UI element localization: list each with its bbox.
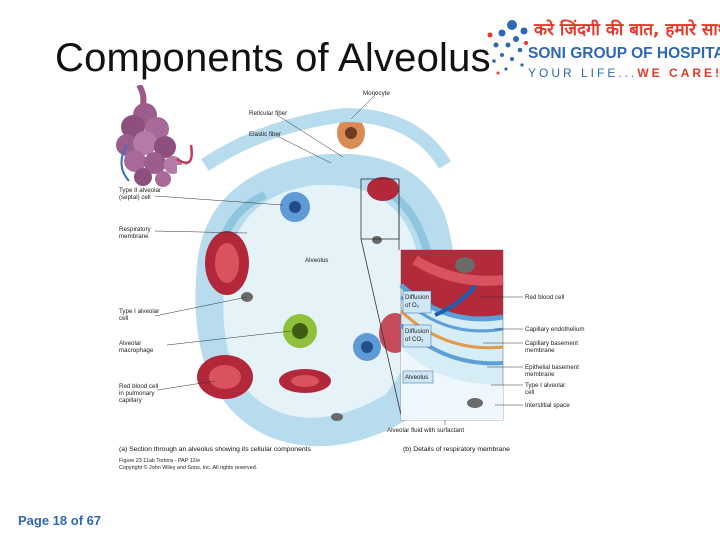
label-elastic-fiber: Elastic fiber (249, 131, 281, 138)
label-respiratory-line1: Respiratory (119, 226, 152, 233)
label-epithelial-bm-line2: membrane (525, 371, 555, 378)
label-interstitial-space: Interstitial space (525, 402, 570, 409)
label-diffusion-co2-line1: Diffusion (405, 328, 430, 335)
logo-tagline-prefix: YOUR LIFE... (528, 66, 638, 80)
label-alveolar-fluid: Alveolar fluid with surfactant (387, 427, 464, 434)
alveolus-figure: Monocyte Reticular fiber Elastic fiber T… (115, 83, 601, 475)
alveolar-sac-icon (116, 83, 193, 187)
logo-tagline: YOUR LIFE...WE CARE! (528, 66, 720, 80)
label-type2-line1: Type II alveolar (119, 187, 161, 194)
label-diffusion-co2-line2: of CO₂ (405, 336, 424, 343)
label-macrophage-line1: Alveolar (119, 340, 141, 347)
label-type1-line1: Type I alveolar (119, 308, 159, 315)
label-type2-line2: (septal) cell (119, 194, 151, 201)
alveolus-illustration: Monocyte Reticular fiber Elastic fiber T… (115, 83, 601, 475)
label-capillary-endothelium: Capillary endothelium (525, 326, 585, 333)
label-diffusion-o2-line1: Diffusion (405, 294, 430, 301)
label-capillary-bm-line2: membrane (525, 347, 555, 354)
label-epithelial-bm-line1: Epithelial basement (525, 364, 579, 371)
logo-tagline-suffix: WE CARE! (637, 66, 720, 80)
logo-dots-icon (487, 20, 528, 75)
figure-credit-line1: Figure 23.11ab Tortora - PAP 12/e (119, 458, 200, 464)
figure-credit-line2: Copyright © John Wiley and Sons, Inc. Al… (119, 464, 257, 471)
label-reticular-fiber: Reticular fiber (249, 110, 287, 117)
label-capillary-bm-line1: Capillary basement (525, 340, 578, 347)
label-type1-detail-line2: cell (525, 389, 534, 396)
label-respiratory-line2: membrane (119, 233, 149, 240)
label-diffusion-o2-line2: of O₂ (405, 302, 420, 309)
label-macrophage-line2: macrophage (119, 347, 154, 354)
logo-hindi-text: करे जिंदगी की बात, हमारे साथ (534, 20, 720, 40)
label-alveolus: Alveolus (305, 257, 328, 264)
label-red-blood-cell: Red blood cell (525, 294, 564, 301)
slide-title: Components of Alveolus (55, 36, 491, 80)
hospital-logo: करे जिंदगी की बात, हमारे साथ SONI GROUP … (482, 15, 720, 87)
label-monocyte: Monocyte (363, 90, 390, 97)
label-type1-line2: cell (119, 315, 128, 322)
label-rbc-line3: capillary (119, 397, 143, 404)
caption-a: (a) Section through an alveolus showing … (119, 446, 312, 453)
label-alveolus-detail: Alveolus (405, 374, 428, 381)
logo-name: SONI GROUP OF HOSPITALS (528, 45, 720, 62)
label-type1-detail-line1: Type I alveolar (525, 382, 565, 389)
label-rbc-line1: Red blood cell (119, 383, 158, 390)
page-number: Page 18 of 67 (18, 513, 102, 528)
caption-b: (b) Details of respiratory membrane (403, 446, 510, 453)
label-rbc-line2: in pulmonary (119, 390, 155, 397)
